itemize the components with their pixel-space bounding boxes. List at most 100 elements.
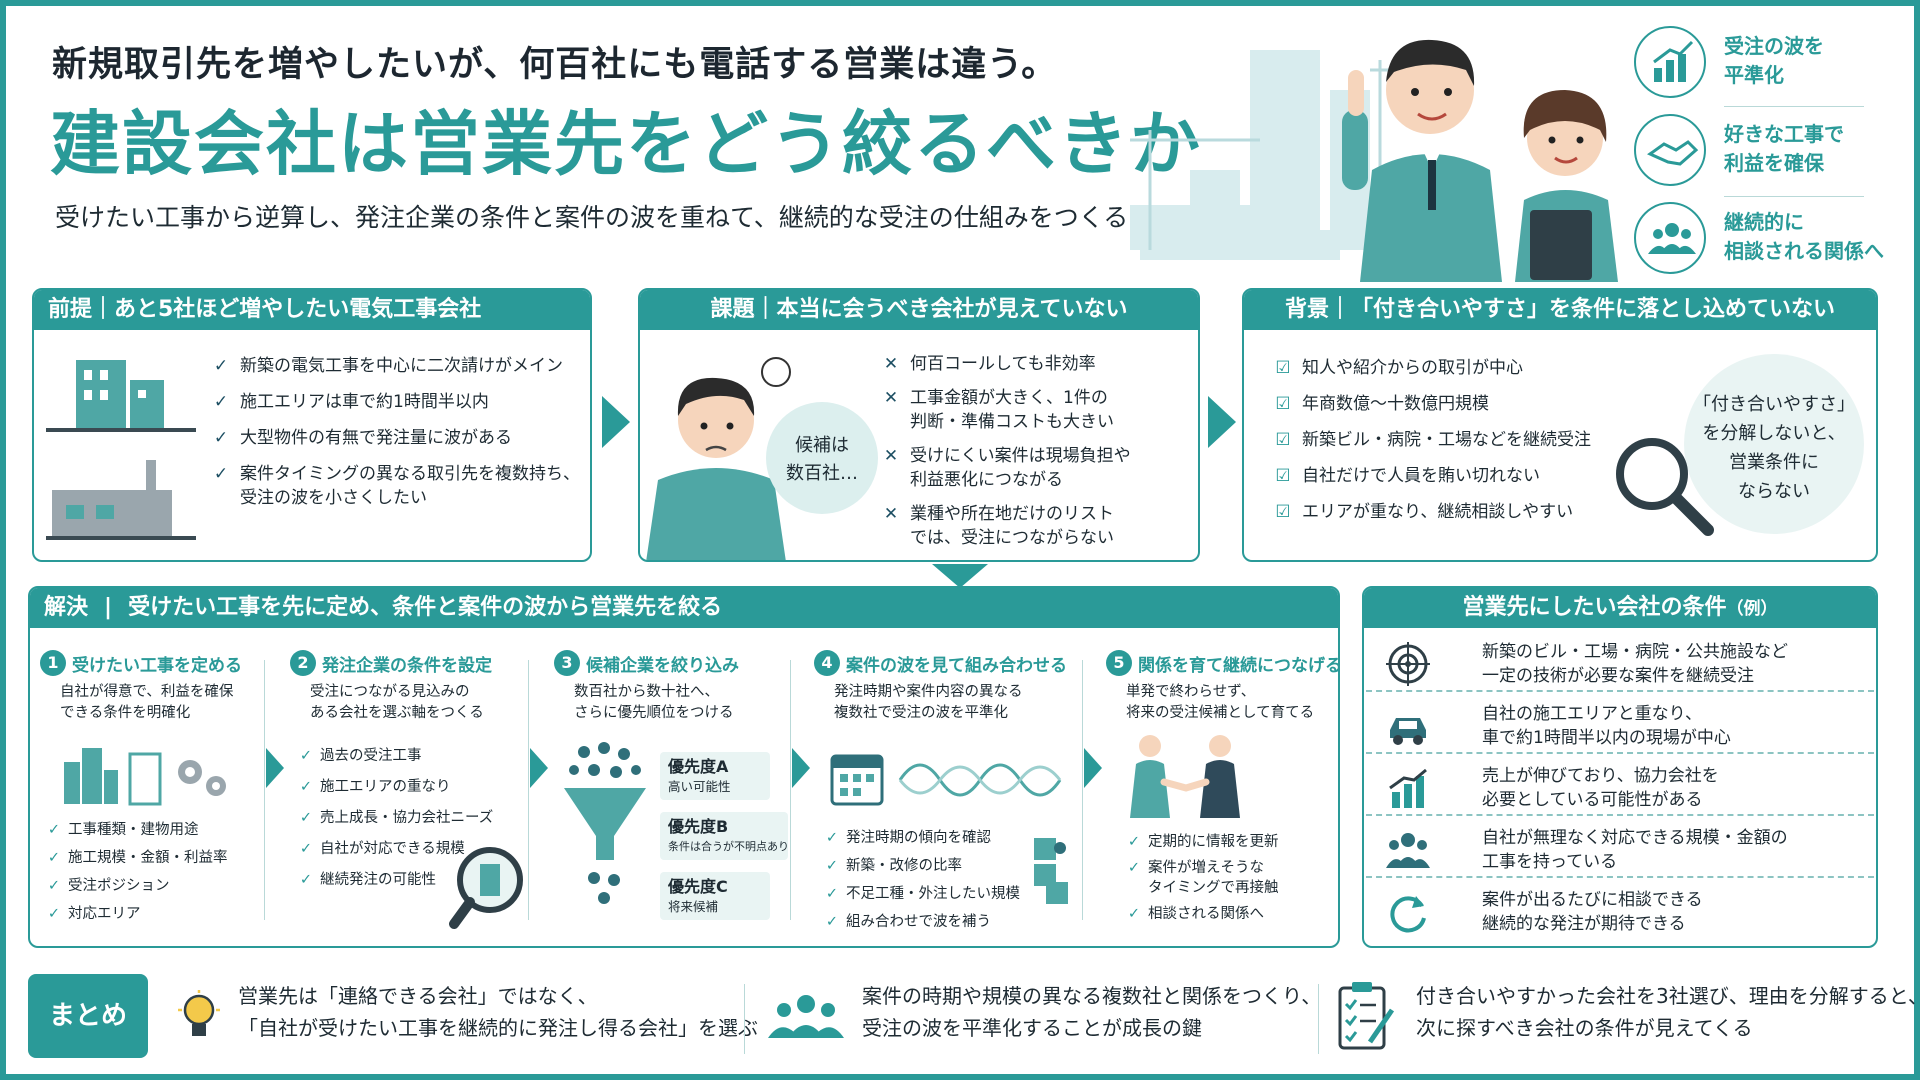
- conditions-card: 営業先にしたい会社の条件（例）: [1362, 586, 1878, 948]
- condition-row: 自社が無理なく対応できる規模・金額の工事を持っている: [1366, 818, 1874, 878]
- check-icon: ✓: [47, 822, 61, 838]
- construction-workers-illustration: [1130, 39, 1618, 282]
- candidates-bubble: 候補は 数百社…: [766, 402, 878, 514]
- step-arrow: [530, 748, 548, 788]
- handshake-people-icon: [1130, 735, 1240, 818]
- flow-arrow: [1208, 396, 1236, 448]
- premise-title: 前提｜あと5社ほど増やしたい電気工事会社: [34, 290, 590, 330]
- background-item: ☑知人や紹介からの取引が中心: [1272, 356, 1602, 380]
- cross-icon: ✕: [883, 446, 899, 466]
- background-item: ☑自社だけで人員を賄い切れない: [1272, 464, 1602, 488]
- problem-title: 課題｜本当に会うべき会社が見えていない: [640, 290, 1198, 330]
- premise-item: ✓施工エリアは車で約1時間半以内: [210, 390, 580, 414]
- step-5-item: ✓案件が増えそうな: [1127, 860, 1264, 876]
- flow-arrow: [602, 396, 630, 448]
- check-icon: ✓: [299, 748, 313, 764]
- growth-chart-icon: [1389, 768, 1427, 808]
- priority-a: 優先度A 高い可能性: [660, 752, 770, 800]
- note-bubble: 「付き合いやすさ」 を分解しないと、 営業条件に ならない: [1684, 354, 1864, 534]
- puzzle-icon: [1034, 838, 1068, 904]
- checkbox-icon: ☑: [1275, 394, 1291, 414]
- step-2-item: ✓過去の受注工事: [299, 748, 422, 764]
- check-icon: ✓: [1127, 906, 1141, 922]
- problem-item-cont: 判断・準備コストも大きい: [910, 412, 1114, 432]
- cross-icon: ✕: [883, 388, 899, 408]
- benefit-smoothing: 受注の波を平準化: [1634, 22, 1884, 102]
- conditions-header: 営業先にしたい会社の条件（例）: [1364, 588, 1876, 628]
- problem-item-cont: 利益悪化につながる: [910, 470, 1063, 490]
- background-item: ☑新築ビル・病院・工場などを継続受注: [1272, 428, 1602, 452]
- step-1-item: ✓工事種類・建物用途: [47, 822, 199, 838]
- check-icon: ✓: [213, 392, 229, 412]
- check-icon: ✓: [825, 858, 839, 874]
- solution-tag: 解決: [44, 595, 89, 620]
- step-4-item: ✓組み合わせで波を補う: [825, 914, 991, 930]
- down-arrow: [932, 564, 988, 588]
- step-1-item: ✓受注ポジション: [47, 878, 170, 894]
- condition-row: 案件が出るたびに相談できる継続的な発注が期待できる: [1366, 880, 1874, 940]
- check-icon: ✓: [213, 464, 229, 484]
- summary-point-2: 案件の時期や規模の異なる複数社と関係をつくり、 受注の波を平準化することが成長の…: [862, 984, 1322, 1040]
- calendar-wave-icon: [830, 754, 1062, 806]
- problem-item: ✕受けにくい案件は現場負担や: [880, 444, 1190, 468]
- checkbox-icon: ☑: [1275, 358, 1291, 378]
- people-group-icon: [1634, 202, 1706, 274]
- check-icon: ✓: [47, 850, 61, 866]
- cross-icon: ✕: [883, 354, 899, 374]
- premise-item: ✓案件タイミングの異なる取引先を複数持ち、: [210, 462, 580, 486]
- checkbox-icon: ☑: [1275, 430, 1291, 450]
- solution-header: 解決|受けたい工事を先に定め、条件と案件の波から営業先を絞る: [30, 588, 1338, 628]
- check-icon: ✓: [213, 356, 229, 376]
- step-5-item: ✓定期的に情報を更新: [1127, 834, 1279, 850]
- cross-icon: ✕: [883, 504, 899, 524]
- check-icon: ✓: [47, 906, 61, 922]
- benefit-relationship: 継続的に相談される関係へ: [1634, 198, 1884, 278]
- step-5-item-cont: タイミングで再接触: [1148, 880, 1279, 896]
- summary-label: まとめ: [28, 974, 148, 1058]
- page-subtitle: 受けたい工事から逆算し、発注企業の条件と案件の波を重ねて、継続的な受注の仕組みを…: [55, 203, 1129, 232]
- page-title: 建設会社は営業先をどう絞るべきか: [50, 103, 1202, 185]
- cycle-icon: [1390, 896, 1426, 933]
- step-2-item: ✓継続発注の可能性: [299, 872, 436, 888]
- check-icon: ✓: [47, 878, 61, 894]
- benefit-profit: 好きな工事で利益を確保: [1634, 110, 1884, 190]
- condition-row: 新築のビル・工場・病院・公共施設など一定の技術が必要な案件を継続受注: [1366, 632, 1874, 692]
- step-arrow: [792, 748, 810, 788]
- step-arrow: [266, 748, 284, 788]
- premise-item: ✓新築の電気工事を中心に二次請けがメイン: [210, 354, 580, 378]
- people-group-icon: [1386, 833, 1430, 868]
- lightbulb-icon: [178, 990, 220, 1036]
- background-item: ☑エリアが重なり、継続相談しやすい: [1272, 500, 1602, 524]
- target-icon: [1386, 642, 1430, 686]
- worried-worker-illustration: [646, 357, 791, 560]
- check-icon: ✓: [1127, 834, 1141, 850]
- checklist-icon: [1338, 982, 1395, 1050]
- background-title: 背景｜「付き合いやすさ」を条件に落とし込めていない: [1244, 290, 1876, 330]
- check-icon: ✓: [299, 872, 313, 888]
- problem-item-cont: では、受注につながらない: [910, 528, 1114, 548]
- car-icon: [1390, 718, 1426, 745]
- priority-c: 優先度C 将来候補: [660, 872, 770, 920]
- problem-item: ✕何百コールしても非効率: [880, 352, 1190, 376]
- priority-b: 優先度B 条件は合うが不明点あり: [660, 812, 789, 860]
- problem-item: ✕工事金額が大きく、1件の: [880, 386, 1190, 410]
- check-icon: ✓: [825, 886, 839, 902]
- growth-chart-icon: [1634, 26, 1706, 98]
- check-icon: ✓: [299, 810, 313, 826]
- magnifier-icon: [1616, 438, 1714, 536]
- condition-row: 自社の施工エリアと重なり、車で約1時間半以内の現場が中心: [1366, 694, 1874, 754]
- check-icon: ✓: [299, 779, 313, 795]
- solution-title: 受けたい工事を先に定め、条件と案件の波から営業先を絞る: [128, 595, 723, 620]
- search-building-icon: [449, 847, 523, 929]
- premise-item-cont: 受注の波を小さくしたい: [240, 488, 427, 508]
- check-icon: ✓: [213, 428, 229, 448]
- check-icon: ✓: [1127, 860, 1141, 876]
- check-icon: ✓: [299, 841, 313, 857]
- step-2-item: ✓自社が対応できる規模: [299, 841, 465, 857]
- checkbox-icon: ☑: [1275, 502, 1291, 522]
